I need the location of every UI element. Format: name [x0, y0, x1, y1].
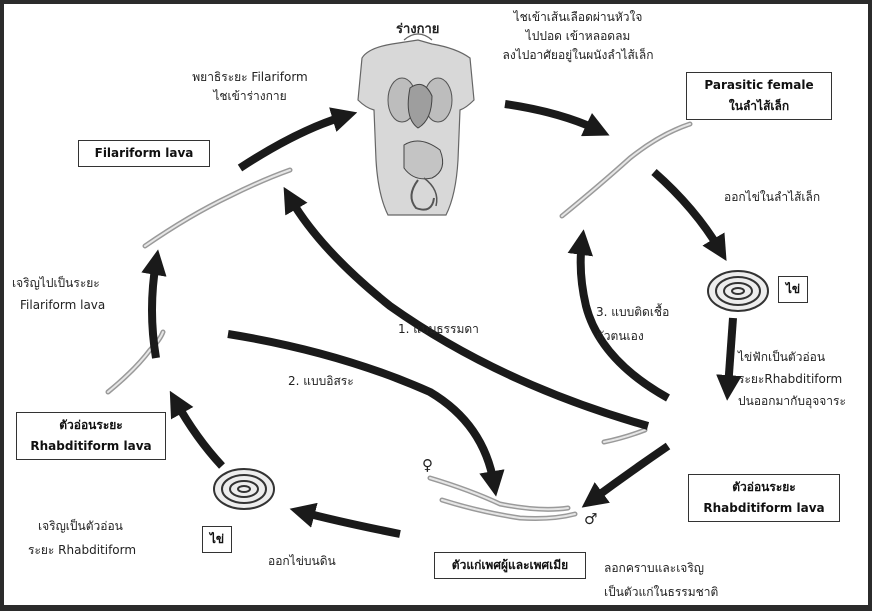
arrow-larva-to-filariform: [152, 262, 156, 358]
hatch-line-1: ไข่ฟักเป็นตัวอ่อน: [738, 346, 846, 368]
filariform-enter-line-2: ไชเข้าร่างกาย: [150, 87, 350, 106]
route-3-label: 3. แบบติดเชื้อ ตัวตนเอง: [596, 300, 669, 348]
egg-right-icon: [708, 271, 768, 311]
arrow-egg-to-larva: [176, 402, 222, 466]
arrow-filariform-to-body: [240, 116, 345, 168]
arrow-female-to-egg: [654, 172, 720, 250]
parasitic-female-line-1: Parasitic female: [693, 75, 825, 96]
human-body-illustration: [358, 34, 474, 215]
route-3-line-2: ตัวตนเอง: [596, 324, 669, 348]
parasitic-female-box: Parasitic female ในลำไส้เล็ก: [686, 72, 832, 120]
top-route-line-1: ไชเข้าเส้นเลือดผ่านหัวใจ: [478, 8, 678, 27]
arrow-body-to-intestine: [505, 104, 598, 130]
rhabditiform-left-line-2: Rhabditiform lava: [23, 436, 159, 457]
rhabditiform-right-line-1: ตัวอ่อนระยะ: [695, 477, 833, 498]
hatch-in-intestine-text: ไข่ฟักเป็นตัวอ่อน ระยะRhabditiform ปนออก…: [738, 346, 846, 412]
arrow-adults-to-egg: [302, 512, 400, 534]
route-2-label: 2. แบบอิสระ: [288, 372, 354, 391]
parasitic-female-line-2: ในลำไส้เล็ก: [693, 96, 825, 117]
hatch-line-2: ระยะRhabditiform: [738, 368, 846, 390]
develop-to-rhabditiform-text: เจริญเป็นตัวอ่อน ระยะ Rhabditiform: [28, 514, 136, 562]
arrow-rhabditiform-to-adults: [592, 446, 668, 500]
rhabditiform-right-line-2: Rhabditiform lava: [695, 498, 833, 519]
egg-right-box: ไข่: [778, 276, 808, 303]
worm-rhabditiform-right: [604, 430, 645, 442]
arrow-egg-to-rhabditiform: [728, 318, 733, 388]
develop-to-filariform-text: เจริญไปเป็นระยะ Filariform lava: [12, 272, 105, 316]
filariform-lava-box: Filariform lava: [78, 140, 210, 167]
develop-rhabditiform-line-1: เจริญเป็นตัวอ่อน: [38, 514, 136, 538]
worm-filariform: [145, 170, 290, 246]
arrow-route-2: [228, 334, 494, 484]
rhabditiform-right-box: ตัวอ่อนระยะ Rhabditiform lava: [688, 474, 840, 522]
molt-grow-line-2: เป็นตัวแก่ในธรรมชาติ: [604, 580, 718, 604]
molt-grow-text: ลอกคราบและเจริญ เป็นตัวแก่ในธรรมชาติ: [604, 556, 718, 604]
top-route-text: ไชเข้าเส้นเลือดผ่านหัวใจ ไปปอด เข้าหลอดล…: [478, 8, 678, 65]
develop-filariform-line-1: เจริญไปเป็นระยะ: [12, 272, 105, 294]
top-route-line-3: ลงไปอาศัยอยู่ในผนังลำไส้เล็ก: [478, 46, 678, 65]
develop-rhabditiform-line-2: ระยะ Rhabditiform: [28, 538, 136, 562]
rhabditiform-left-box: ตัวอ่อนระยะ Rhabditiform lava: [16, 412, 166, 460]
worm-parasitic-female: [562, 124, 690, 216]
filariform-enter-text: พยาธิระยะ Filariform ไชเข้าร่างกาย: [150, 68, 350, 106]
worm-adults: [430, 478, 575, 519]
develop-filariform-line-2: Filariform lava: [20, 294, 105, 316]
arrow-route-1: [290, 198, 648, 426]
egg-left-icon: [214, 469, 274, 509]
lay-eggs-soil-text: ออกไข่บนดิน: [268, 552, 336, 571]
body-label: ร่างกาย: [396, 20, 439, 39]
hatch-line-3: ปนออกมากับอุจจาระ: [738, 390, 846, 412]
top-route-line-2: ไปปอด เข้าหลอดลม: [478, 27, 678, 46]
route-1-label: 1. แบบธรรมดา: [398, 320, 479, 339]
male-symbol: ♂: [584, 510, 597, 529]
female-symbol: ♀: [422, 456, 433, 475]
filariform-enter-line-1: พยาธิระยะ Filariform: [150, 68, 350, 87]
rhabditiform-left-line-1: ตัวอ่อนระยะ: [23, 415, 159, 436]
adults-box: ตัวแก่เพศผู้และเพศเมีย: [434, 552, 586, 579]
route-3-line-1: 3. แบบติดเชื้อ: [596, 300, 669, 324]
lay-eggs-intestine-text: ออกไข่ในลำไส้เล็ก: [724, 188, 820, 207]
molt-grow-line-1: ลอกคราบและเจริญ: [604, 556, 718, 580]
egg-left-box: ไข่: [202, 526, 232, 553]
